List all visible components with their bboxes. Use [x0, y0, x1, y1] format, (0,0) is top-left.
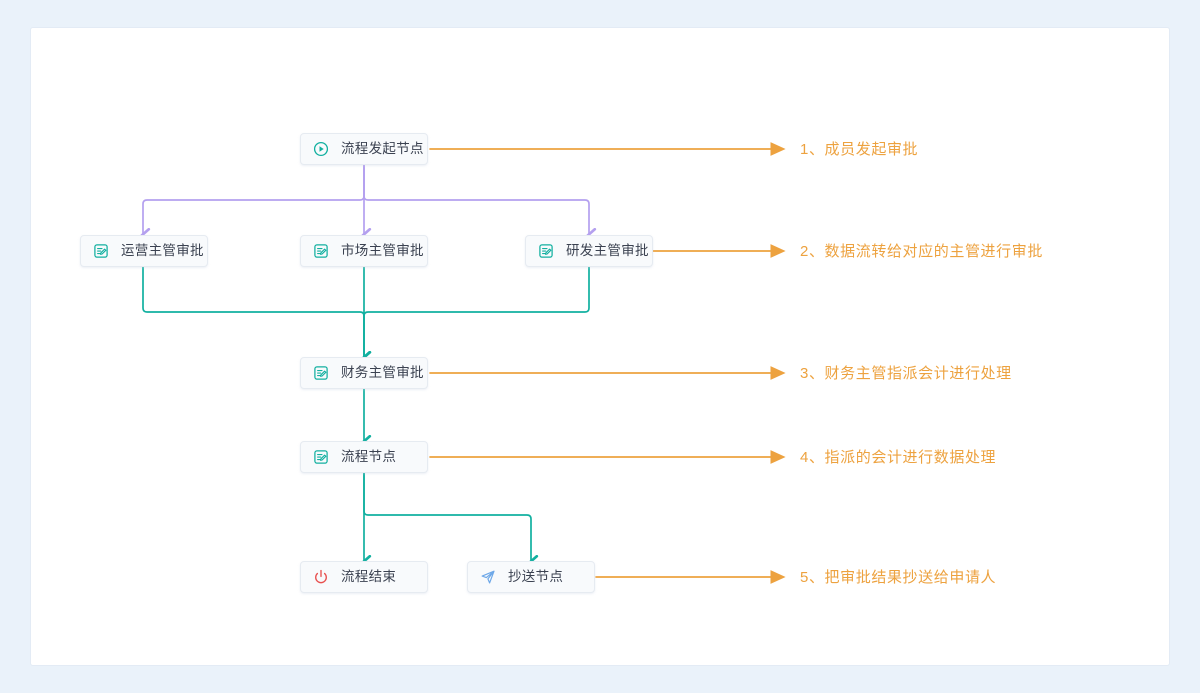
node-end[interactable]: 流程结束 — [300, 561, 428, 593]
node-finance-approval[interactable]: 财务主管审批 — [300, 357, 428, 389]
node-cc[interactable]: 抄送节点 — [467, 561, 595, 593]
node-end-label: 流程结束 — [341, 569, 397, 585]
approval-doc-icon — [539, 244, 553, 258]
step-label-3: 3、财务主管指派会计进行处理 — [800, 365, 1012, 382]
play-circle-icon — [313, 141, 329, 157]
approval-doc-icon — [94, 244, 108, 258]
node-start[interactable]: 流程发起节点 — [300, 133, 428, 165]
approval-doc-icon — [314, 366, 328, 380]
node-start-label: 流程发起节点 — [341, 141, 424, 157]
step-label-2: 2、数据流转给对应的主管进行审批 — [800, 243, 1043, 260]
node-rd-approval-label: 研发主管审批 — [566, 243, 649, 259]
power-icon — [315, 569, 327, 584]
approval-doc-icon — [314, 244, 328, 258]
node-cc-label: 抄送节点 — [508, 569, 564, 585]
approval-doc-icon — [314, 450, 328, 464]
step-label-4: 4、指派的会计进行数据处理 — [800, 449, 997, 466]
send-plane-icon — [481, 570, 495, 584]
node-process-label: 流程节点 — [341, 449, 397, 465]
node-ops-approval-label: 运营主管审批 — [121, 243, 204, 259]
flowchart-card — [31, 28, 1169, 665]
node-finance-approval-label: 财务主管审批 — [341, 365, 424, 381]
step-label-1: 1、成员发起审批 — [800, 141, 919, 158]
node-market-approval-label: 市场主管审批 — [341, 243, 424, 259]
node-ops-approval[interactable]: 运营主管审批 — [80, 235, 208, 267]
step-label-5: 5、把审批结果抄送给申请人 — [800, 569, 997, 586]
node-rd-approval[interactable]: 研发主管审批 — [525, 235, 653, 267]
node-market-approval[interactable]: 市场主管审批 — [300, 235, 428, 267]
node-process[interactable]: 流程节点 — [300, 441, 428, 473]
